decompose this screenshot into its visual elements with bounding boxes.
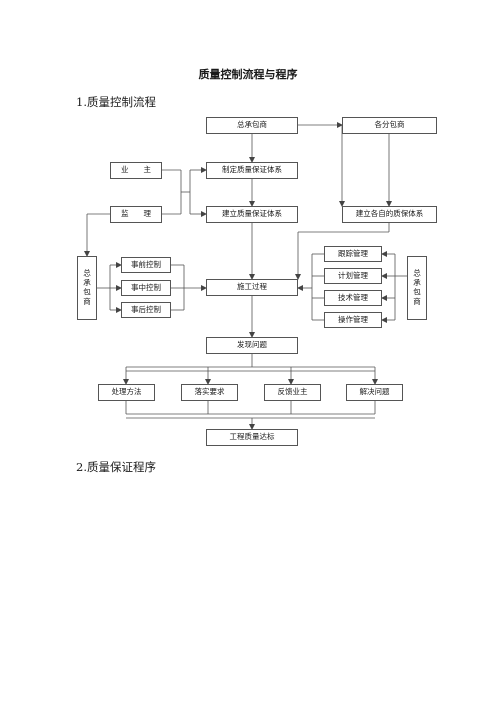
box-owner: 业 主: [110, 162, 162, 179]
box-establish-quality-system: 建立质量保证体系: [206, 206, 298, 223]
section-heading-quality-control-flow: 1.质量控制流程: [76, 95, 156, 109]
box-find-problems: 发现问题: [206, 337, 298, 354]
box-left-general-contractor: 总承包商: [77, 256, 97, 320]
box-construction-process: 施工过程: [206, 279, 298, 296]
box-right-general-contractor: 总承包商: [407, 256, 427, 320]
box-technical-management: 技术管理: [324, 290, 382, 306]
box-handling-method: 处理方法: [98, 384, 155, 401]
box-operation-management: 操作管理: [324, 312, 382, 328]
box-general-contractor: 总承包商: [206, 117, 298, 134]
box-mid-control: 事中控制: [121, 280, 171, 296]
box-pre-control: 事前控制: [121, 257, 171, 273]
box-planning-management: 计划管理: [324, 268, 382, 284]
section-heading-quality-assurance-procedure: 2.质量保证程序: [76, 460, 156, 474]
box-formulate-quality-system: 制定质量保证体系: [206, 162, 298, 179]
box-feedback-owner: 反馈业主: [264, 384, 321, 401]
box-quality-standard-met: 工程质量达标: [206, 429, 298, 446]
document-title: 质量控制流程与程序: [198, 68, 298, 81]
box-supervisor: 监 理: [110, 206, 162, 223]
box-establish-own-quality-system: 建立各自的质保体系: [342, 206, 437, 223]
box-tracking-management: 跟踪管理: [324, 246, 382, 262]
box-solve-problems: 解决问题: [346, 384, 403, 401]
box-implement-requirements: 落实要求: [181, 384, 238, 401]
box-subcontractors: 各分包商: [342, 117, 437, 134]
box-post-control: 事后控制: [121, 302, 171, 318]
